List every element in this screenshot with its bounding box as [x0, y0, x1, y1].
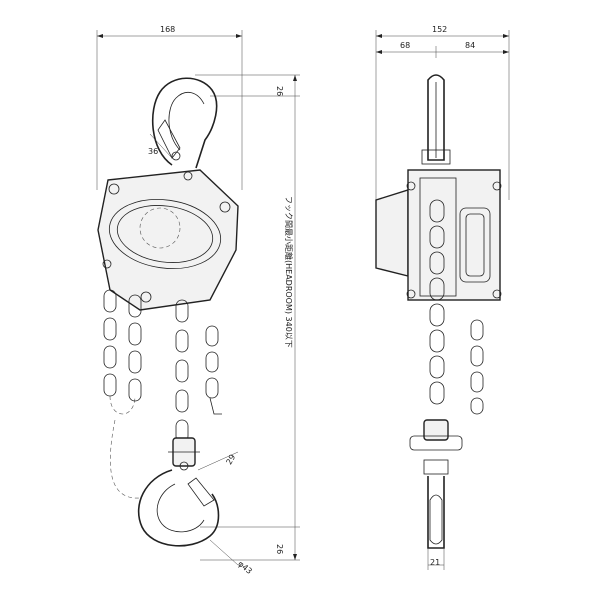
hook-opening-dim: 36 — [148, 147, 158, 156]
hand-chain-loop — [110, 419, 141, 499]
bottom-offset-dim: 26 — [275, 544, 284, 554]
bottom-hook-dim: 29 — [224, 453, 237, 466]
hoist-body — [97, 169, 239, 311]
side-view: 152 68 84 — [375, 25, 510, 570]
bolt-icon — [492, 181, 502, 191]
top-hook — [151, 77, 218, 169]
side-load-chain — [429, 199, 445, 405]
bolt-icon — [108, 183, 120, 195]
body-cover-ring — [108, 199, 222, 269]
side-gear-case — [375, 189, 409, 277]
side-right-dim: 84 — [465, 41, 475, 50]
bolt-icon — [140, 291, 152, 303]
headroom-label: フック間最小距離(HEADROOM) 340以下 — [284, 196, 294, 348]
bolt-icon — [406, 181, 416, 191]
top-hook-dim: 26 — [275, 86, 284, 96]
bolt-icon — [183, 171, 193, 181]
side-hook-yoke — [421, 149, 451, 165]
side-bottom-block — [423, 419, 449, 441]
hook-diameter-dim: φ43 — [236, 559, 254, 576]
side-hand-chain — [470, 319, 484, 415]
bolt-icon — [492, 289, 502, 299]
front-view: 168 26 フック間最小距離(HEADROOM) 340以下 26 36 — [96, 25, 300, 576]
side-top-hook — [427, 74, 445, 161]
side-width-dim: 152 — [432, 25, 447, 34]
bottom-hook-latch — [187, 477, 215, 507]
hand-chain-left — [103, 289, 142, 415]
side-bottom-width-dim: 21 — [430, 558, 440, 567]
chain-slack-end — [205, 325, 222, 415]
side-bottom-hook — [427, 476, 445, 549]
side-body-frame — [407, 169, 501, 301]
side-left-dim: 68 — [400, 41, 410, 50]
bolt-icon — [406, 289, 416, 299]
front-width-dim: 168 — [160, 25, 175, 34]
side-handwheel — [459, 207, 491, 283]
bolt-icon — [219, 201, 231, 213]
bottom-hook — [137, 469, 220, 547]
load-chain — [175, 299, 189, 443]
